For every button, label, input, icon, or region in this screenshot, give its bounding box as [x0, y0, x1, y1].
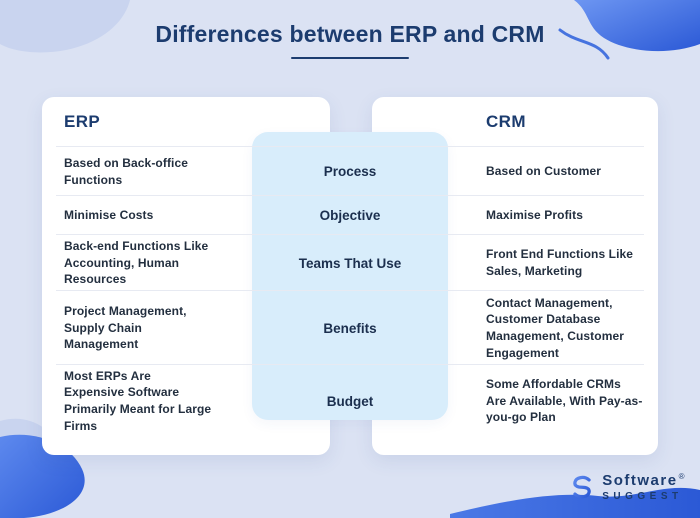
softwaresuggest-logo: Software® Suggest — [569, 471, 686, 502]
table-row: Based on Back-office Functions Process B… — [42, 147, 658, 196]
category-label: Budget — [326, 393, 374, 409]
table-row: Project Management, Supply Chain Managem… — [42, 291, 658, 365]
header-spacer — [252, 97, 448, 147]
erp-cell: Back-end Functions Like Accounting, Huma… — [64, 239, 209, 287]
erp-column-header: ERP — [64, 112, 101, 131]
category-label: Teams That Use — [298, 255, 402, 271]
category-label: Objective — [319, 208, 381, 223]
crm-cell: Maximise Profits — [486, 208, 583, 223]
erp-cell: Project Management, Supply Chain Managem… — [64, 304, 187, 352]
category-label: Process — [323, 164, 377, 179]
crm-cell: Based on Customer — [486, 164, 602, 179]
table-row: Minimise Costs Objective Maximise Profit… — [42, 196, 658, 235]
crm-cell: Front End Functions Like Sales, Marketin… — [486, 247, 634, 278]
softwaresuggest-s-icon — [573, 476, 592, 499]
category-label: Benefits — [323, 320, 377, 336]
logo-word-suggest: Suggest — [602, 491, 683, 502]
table-header-row: ERP CRM — [42, 97, 658, 147]
erp-cell: Minimise Costs — [64, 208, 154, 223]
page-title: Differences between ERP and CRM — [155, 21, 545, 47]
crm-cell: Some Affordable CRMs Are Available, With… — [486, 377, 643, 425]
registered-trademark: ® — [678, 471, 686, 481]
logo-word-software: Software — [602, 471, 678, 489]
table-row: Back-end Functions Like Accounting, Huma… — [42, 235, 658, 291]
crm-cell: Contact Management, Customer Database Ma… — [486, 295, 625, 360]
logo-text: Software® Suggest — [602, 471, 686, 502]
comparison-table: ERP CRM Based on Back-office Functions P… — [42, 97, 658, 437]
table-row: Most ERPs Are Expensive Software Primari… — [42, 365, 658, 437]
crm-column-header: CRM — [486, 112, 526, 131]
title-block: Differences between ERP and CRM — [0, 21, 700, 59]
category-column — [252, 132, 448, 420]
erp-cell: Most ERPs Are Expensive Software Primari… — [64, 368, 212, 433]
erp-cell: Based on Back-office Functions — [64, 155, 189, 187]
title-underline — [291, 57, 409, 59]
